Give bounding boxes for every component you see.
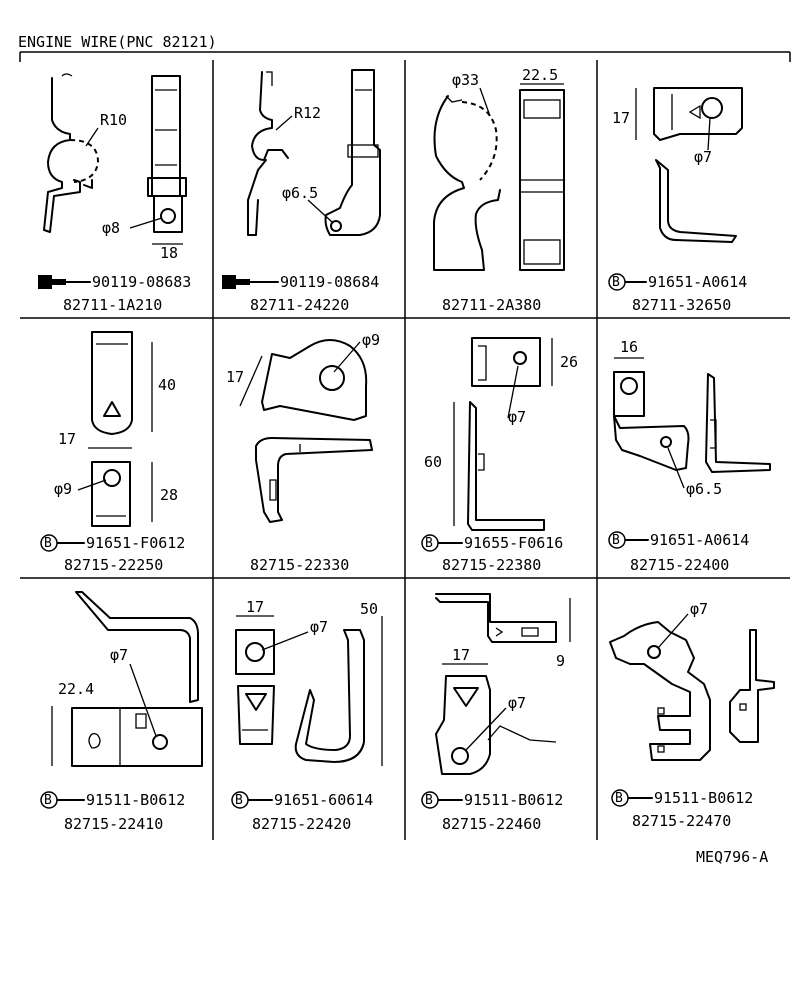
callout-r10: R10 — [100, 111, 127, 129]
clamp-drawing — [43, 73, 187, 233]
cell-82715-22470: φ7 B 91511-B0612 82715-22470 — [609, 600, 775, 830]
circled-b-icon: B — [608, 273, 626, 291]
callout-9: 9 — [556, 652, 565, 670]
fastener-number: 91651-60614 — [274, 791, 373, 809]
svg-text:B: B — [44, 536, 52, 551]
svg-text:B: B — [425, 793, 433, 808]
clamp-drawing — [433, 89, 565, 271]
callout-28: 28 — [160, 486, 178, 504]
cell-82715-22410: φ7 22.4 B 91511-B0612 82715-22410 — [40, 591, 203, 833]
cell-82715-22460: 9 17 φ7 B 91511-B0612 82715-22460 — [421, 593, 571, 833]
cell-82711-2A380: φ33 22.5 82711-2A380 — [433, 66, 565, 314]
svg-text:B: B — [425, 536, 433, 551]
svg-text:B: B — [235, 793, 243, 808]
callout-r12: R12 — [294, 104, 321, 122]
clamp-drawing — [467, 337, 545, 531]
callout-phi6-5: φ6.5 — [282, 184, 318, 202]
circled-b-icon: B — [421, 791, 439, 809]
fastener-number: 91651-A0614 — [648, 273, 747, 291]
clamp-drawing — [71, 591, 203, 767]
svg-text:B: B — [612, 533, 620, 548]
diagram-title: ENGINE WIRE(PNC 82121) — [18, 33, 217, 51]
callout-50: 50 — [360, 600, 378, 618]
circled-b-icon: B — [421, 534, 439, 552]
cell-82711-24220: R12 φ6.5 90119-08684 82711-24220 — [222, 69, 381, 314]
callout-40: 40 — [158, 376, 176, 394]
callout-phi6-5: φ6.5 — [686, 480, 722, 498]
callout-17: 17 — [612, 109, 630, 127]
fastener-number: 91511-B0612 — [464, 791, 563, 809]
clamp-drawing — [247, 69, 381, 236]
drawing-code: MEQ796-A — [696, 848, 768, 866]
circled-b-icon: B — [611, 789, 629, 807]
fastener-number: 91511-B0612 — [86, 791, 185, 809]
callout-22-4: 22.4 — [58, 680, 94, 698]
cell-82715-22380: 26 φ7 60 B 91655-F0616 82715-22380 — [421, 337, 578, 574]
callout-17: 17 — [58, 430, 76, 448]
svg-text:B: B — [615, 791, 623, 806]
clamp-drawing — [609, 621, 775, 761]
cell-82711-32650: 17 φ7 B 91651-A0614 82711-32650 — [608, 87, 747, 314]
part-number: 82715-22420 — [252, 815, 351, 833]
fastener-number: 91511-B0612 — [654, 789, 753, 807]
callout-16: 16 — [620, 338, 638, 356]
frame-bracket — [19, 51, 791, 62]
bolt-icon — [222, 275, 250, 289]
svg-text:B: B — [612, 275, 620, 290]
circled-b-icon: B — [608, 531, 626, 549]
callout-22-5: 22.5 — [522, 66, 558, 84]
part-number: 82711-32650 — [632, 296, 731, 314]
fastener-number: 90119-08684 — [280, 273, 379, 291]
circled-b-icon: B — [231, 791, 249, 809]
part-number: 82715-22460 — [442, 815, 541, 833]
part-number: 82711-1A210 — [63, 296, 162, 314]
cell-82711-1A210: R10 φ8 18 90119-08683 82711-1A210 — [38, 73, 191, 314]
callout-phi7: φ7 — [508, 694, 526, 712]
callout-phi7: φ7 — [694, 148, 712, 166]
callout-18: 18 — [160, 244, 178, 262]
clamp-drawing — [653, 87, 743, 243]
callout-phi7: φ7 — [690, 600, 708, 618]
circled-b-icon: B — [40, 791, 58, 809]
fastener-number: 91651-A0614 — [650, 531, 749, 549]
callout-17: 17 — [246, 598, 264, 616]
cell-82715-22330: φ9 17 82715-22330 — [226, 331, 380, 574]
cell-82715-22400: 16 φ6.5 B 91651-A0614 82715-22400 — [608, 338, 771, 574]
callout-phi33: φ33 — [452, 71, 479, 89]
callout-phi9: φ9 — [54, 480, 72, 498]
callout-phi8: φ8 — [102, 219, 120, 237]
callout-phi7: φ7 — [310, 618, 328, 636]
circled-b-icon: B — [40, 534, 58, 552]
callout-26: 26 — [560, 353, 578, 371]
callout-phi9: φ9 — [362, 331, 380, 349]
fastener-number: 91651-F0612 — [86, 534, 185, 552]
part-number: 82715-22250 — [64, 556, 163, 574]
part-number: 82715-22400 — [630, 556, 729, 574]
cell-82715-22420: 17 φ7 50 B 91651-60614 82715-22420 — [231, 598, 383, 833]
callout-phi7: φ7 — [508, 408, 526, 426]
part-number: 82711-24220 — [250, 296, 349, 314]
part-number: 82711-2A380 — [442, 296, 541, 314]
callout-17: 17 — [452, 646, 470, 664]
svg-text:B: B — [44, 793, 52, 808]
clamp-drawing — [91, 331, 133, 527]
callout-60: 60 — [424, 453, 442, 471]
fastener-number: 91655-F0616 — [464, 534, 563, 552]
callout-17: 17 — [226, 368, 244, 386]
cell-82715-22250: 40 17 φ9 28 B 91651-F0612 82715-22250 — [40, 331, 185, 574]
fastener-number: 90119-08683 — [92, 273, 191, 291]
clamp-drawing — [235, 629, 365, 763]
grid-lines — [20, 60, 790, 840]
part-number: 82715-22380 — [442, 556, 541, 574]
clamp-drawing — [435, 593, 557, 775]
part-number: 82715-22410 — [64, 815, 163, 833]
clamp-drawing — [255, 339, 373, 523]
part-number: 82715-22470 — [632, 812, 731, 830]
callout-phi7: φ7 — [110, 646, 128, 664]
clamp-drawing — [613, 371, 771, 473]
bolt-icon — [38, 275, 66, 289]
part-number: 82715-22330 — [250, 556, 349, 574]
